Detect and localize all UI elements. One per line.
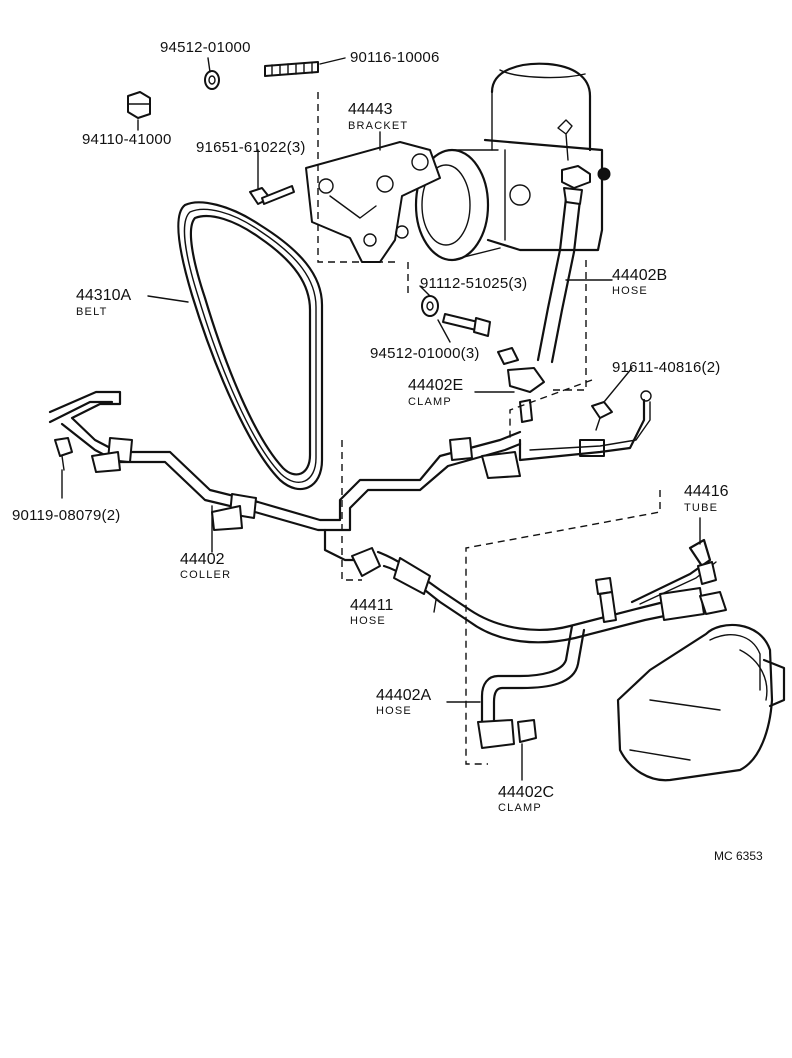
leader-dash-bracket [317,92,400,263]
nut-94110-41000 [127,91,151,119]
label-44402: 44402 [180,551,225,568]
bolt-91651-61022 [249,185,295,205]
bolt-91611-40816 [591,401,613,431]
label-belt: BELT [76,306,108,318]
cooler-44402 [48,390,652,562]
label-90116-10006: 90116-10006 [350,49,440,66]
stud-90116-10006 [264,61,319,77]
label-bracket: BRACKET [348,120,408,132]
pressure-hose-44411 [351,547,727,644]
label-hose-b: HOSE [612,285,648,297]
label-90119-08079: 90119-08079(2) [12,507,120,524]
hose-44402B [536,165,611,364]
part-labels: 94512-01000 90116-10006 94110-41000 4444… [12,39,763,863]
label-94110-41000: 94110-41000 [82,131,172,148]
gearbox-bolt [595,577,617,623]
label-94512-01000-3: 94512-01000(3) [370,345,480,362]
label-44416: 44416 [684,483,729,500]
label-44411: 44411 [350,597,393,614]
washer-94512-01000-3 [421,295,439,317]
label-44402A: 44402A [376,687,431,704]
label-91651-61022: 91651-61022(3) [196,139,306,156]
label-44402B: 44402B [612,267,667,284]
label-91112-51025: 91112-51025(3) [420,275,527,292]
bracket-44443 [305,141,441,263]
leader-lines [61,57,701,781]
label-44402C: 44402C [498,784,554,801]
diagram-reference-code: MC 6353 [714,849,763,863]
tube-44416 [630,538,717,605]
clamp-44402C [477,719,537,749]
steering-gearbox [616,623,786,782]
label-91611-40816: 91611-40816(2) [612,359,720,376]
clamp-44402E [497,347,545,423]
label-tube: TUBE [684,502,718,514]
label-44402E: 44402E [408,377,463,394]
label-hose-44411: HOSE [350,615,386,627]
leader-dash-cooler-right [509,379,593,440]
label-clamp-c: CLAMP [498,802,542,814]
label-94512-01000: 94512-01000 [160,39,251,56]
label-44443: 44443 [348,101,393,118]
leader-dash-hose-a [465,490,661,765]
washer-94512-01000 [204,70,220,90]
drive-belt-44310A [177,201,324,491]
hose-44402A [480,624,586,730]
bolt-91112-51025 [442,313,491,337]
label-hose-a: HOSE [376,705,412,717]
label-44310A: 44310A [76,287,131,304]
power-steering-pump [414,62,604,262]
bolt-90119-08079 [54,437,73,471]
label-coller: COLLER [180,569,231,581]
label-clamp-e: CLAMP [408,396,452,408]
